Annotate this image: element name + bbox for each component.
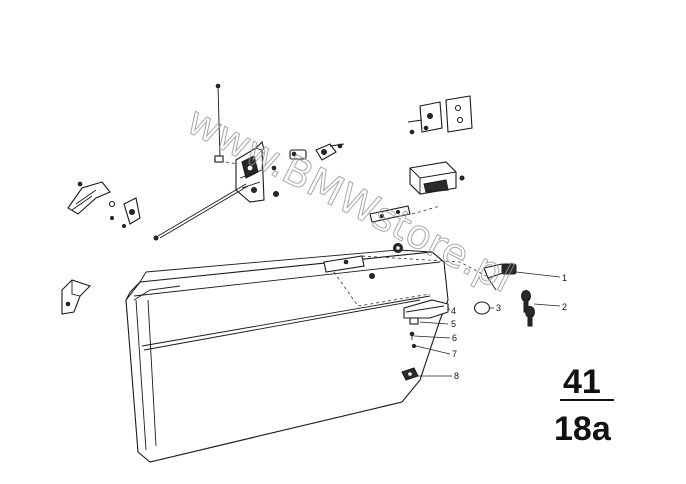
screws bbox=[409, 331, 416, 348]
handle-recess bbox=[323, 255, 375, 279]
callout-7: 7 bbox=[452, 349, 457, 359]
callout-4: 4 bbox=[451, 306, 456, 316]
striker-plate bbox=[407, 95, 473, 135]
callout-8: 8 bbox=[454, 371, 459, 381]
callout-2: 2 bbox=[562, 302, 567, 312]
callout-3: 3 bbox=[496, 303, 501, 313]
mounting-bracket bbox=[61, 279, 92, 315]
lock-cylinder bbox=[483, 263, 517, 291]
inner-door-handle bbox=[67, 181, 141, 228]
lock-bolts bbox=[289, 143, 345, 161]
callout-6: 6 bbox=[452, 333, 457, 343]
grommet bbox=[393, 243, 403, 253]
gasket-ring bbox=[473, 301, 491, 315]
group-number: 41 18a bbox=[554, 363, 614, 448]
connecting-rod bbox=[153, 183, 249, 241]
callout-5: 5 bbox=[451, 319, 456, 329]
trim-strip bbox=[369, 205, 411, 223]
callout-1: 1 bbox=[562, 273, 567, 283]
outer-handle bbox=[403, 299, 449, 325]
group-main-number: 41 bbox=[563, 363, 601, 401]
lock-box bbox=[409, 161, 465, 195]
group-sub-number: 18a bbox=[554, 410, 612, 448]
keys bbox=[521, 290, 535, 327]
lock-rod bbox=[214, 83, 224, 163]
door-panel[interactable] bbox=[125, 249, 449, 463]
leader-lines bbox=[413, 271, 561, 377]
